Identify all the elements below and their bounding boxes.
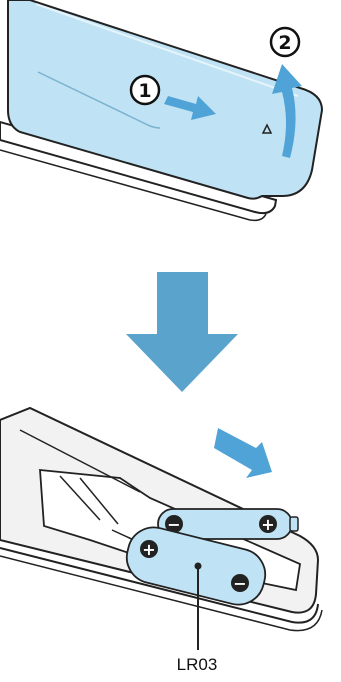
- insert-arrow-icon: [214, 428, 272, 478]
- step-2-number: 2: [278, 32, 291, 54]
- remote-with-cover: 1 2: [0, 0, 322, 220]
- plus-terminal-sign-lower: +: [142, 540, 155, 559]
- minus-terminal-sign-lower: −: [233, 574, 246, 593]
- step-1-number: 1: [138, 80, 151, 102]
- down-arrow-icon: [126, 272, 238, 392]
- battery-model-label: LR03: [177, 655, 218, 674]
- step-1-badge: 1: [131, 76, 159, 104]
- battery-upper-tip: [290, 517, 298, 531]
- plus-terminal-sign: +: [261, 515, 274, 534]
- step-2-badge: 2: [271, 28, 299, 56]
- open-remote: − + + −: [0, 408, 322, 650]
- battery-cover: [8, 0, 322, 199]
